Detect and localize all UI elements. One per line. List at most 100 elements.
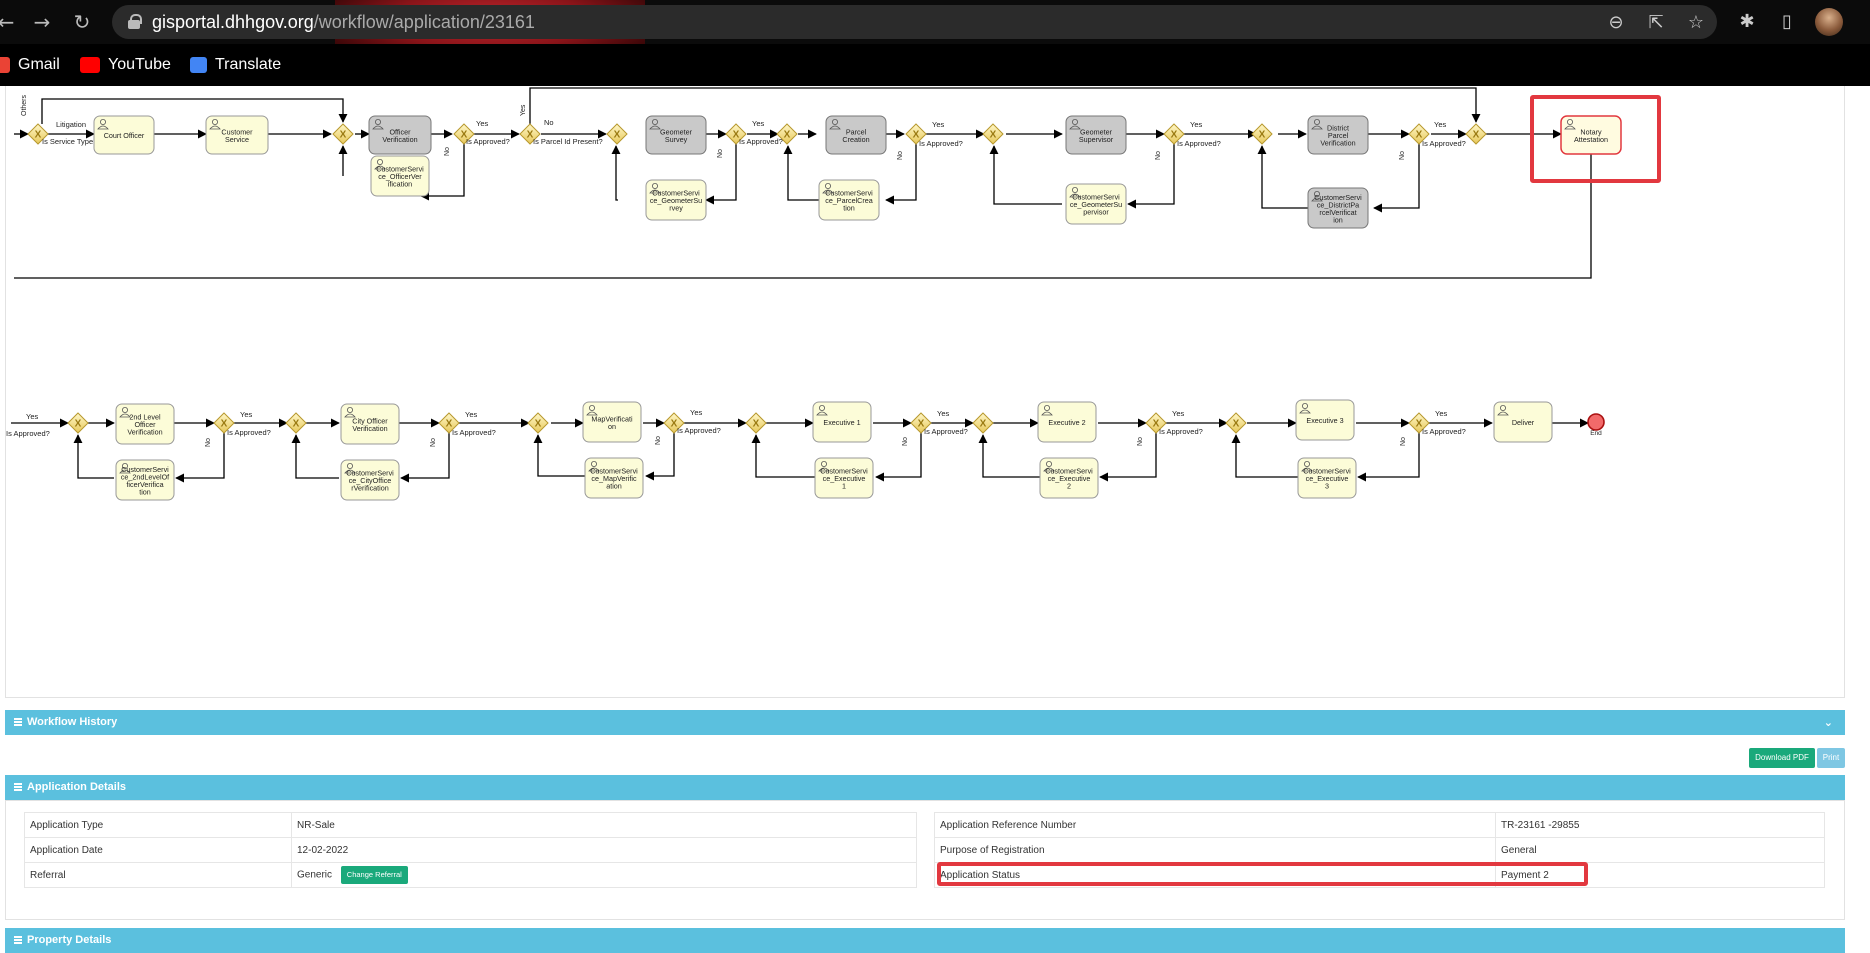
task-box	[1037, 401, 1097, 443]
gateway-x-icon: X	[461, 130, 468, 141]
task-label: Geometer	[660, 127, 693, 136]
task-box	[340, 403, 400, 445]
chevron-down-icon[interactable]: ⌄	[1823, 716, 1833, 729]
bookmark-translate[interactable]: Translate	[190, 54, 281, 76]
user-icon	[591, 460, 598, 467]
field-value: 12-02-2022	[291, 837, 917, 863]
application-details-header[interactable]: Application Details	[5, 775, 1845, 800]
user-icon	[1046, 460, 1053, 467]
flow-edge	[611, 145, 621, 201]
gateway: X	[27, 123, 49, 145]
gateway-diamond	[67, 412, 89, 434]
user-icon	[652, 183, 659, 190]
task-box	[1560, 115, 1622, 155]
gateway: X	[1225, 412, 1247, 434]
profile-avatar[interactable]	[1815, 8, 1843, 36]
gateway-diamond	[519, 123, 541, 145]
gateway-x-icon: X	[980, 419, 987, 430]
edge-label: Yes	[752, 119, 764, 128]
forward-icon[interactable]: →	[33, 10, 51, 34]
task-label: Notary	[1580, 127, 1602, 136]
user-icon	[832, 119, 839, 126]
user-icon	[346, 406, 353, 413]
edge-label: Yes	[1172, 409, 1184, 418]
gateway-x-icon: X	[221, 419, 228, 430]
edge-label: Yes	[937, 409, 949, 418]
field-label: Application Date	[24, 837, 292, 863]
active-task-highlight-box	[1530, 95, 1661, 183]
task-label: Verification	[127, 428, 162, 437]
task-label: ce_GeometerSu	[650, 196, 702, 205]
gateway-label: Is Service Type?	[42, 137, 97, 146]
download-pdf-button[interactable]: Download PDF	[1749, 748, 1815, 768]
edge-label: Yes	[932, 120, 944, 129]
gateway-label: Is Approved?	[466, 137, 510, 146]
task-box	[1065, 183, 1127, 225]
gateway-x-icon: X	[614, 130, 621, 141]
task-box	[205, 115, 269, 155]
task-label: Supervisor	[1079, 135, 1114, 144]
side-panel-icon[interactable]: ▯	[1782, 11, 1792, 32]
back-icon[interactable]: ←	[0, 10, 15, 34]
user-icon	[346, 462, 353, 469]
zoom-icon[interactable]: ⊖	[1608, 12, 1624, 33]
address-bar[interactable]: gisportal.dhhgov.org/workflow/applicatio…	[112, 5, 1717, 39]
gateway-diamond	[776, 123, 798, 145]
user-icon-body	[1041, 411, 1053, 416]
share-icon[interactable]: ⇱	[1648, 12, 1664, 33]
list-icon	[14, 783, 22, 791]
gateway-label: Is Approved?	[227, 428, 271, 437]
gateway-diamond	[1145, 412, 1167, 434]
gateway-x-icon: X	[784, 130, 791, 141]
table-row: Purpose of Registration General	[934, 837, 1825, 863]
task-node: Executive 3	[1295, 399, 1355, 441]
workflow-history-header[interactable]: Workflow History ⌄	[5, 710, 1845, 735]
bookmark-label: YouTube	[108, 56, 171, 73]
task-label: Service	[225, 135, 249, 144]
reload-icon[interactable]: ↻	[73, 10, 91, 34]
gateway-diamond	[453, 123, 475, 145]
task-label: CustomerServi	[1303, 467, 1351, 476]
change-referral-button[interactable]: Change Referral	[340, 866, 408, 884]
flow-edge	[291, 434, 339, 479]
edge-label: No	[1399, 151, 1406, 160]
gateway-diamond	[1251, 123, 1273, 145]
translate-icon	[190, 57, 207, 73]
print-button[interactable]: Print	[1817, 748, 1845, 768]
application-details-right-table: Application Reference Number TR-23161 -2…	[934, 812, 1825, 888]
field-label: Application Type	[24, 812, 292, 838]
extensions-icon[interactable]: ✱	[1739, 11, 1755, 32]
bookmark-star-icon[interactable]: ☆	[1687, 12, 1705, 33]
user-icon	[1500, 404, 1507, 411]
task-label: on	[608, 422, 616, 431]
bookmark-gmail[interactable]: Gmail	[0, 54, 60, 76]
field-label: Referral	[24, 862, 292, 888]
edge-label: No	[717, 149, 724, 158]
task-label: ce_Executive	[1048, 474, 1091, 483]
property-details-header[interactable]: Property Details	[5, 928, 1845, 953]
gateway: X	[453, 123, 475, 145]
task-label: CustomerServi	[1314, 193, 1362, 202]
table-row: Application Date 12-02-2022	[24, 837, 917, 863]
gateway-label: Is Approved?	[739, 137, 783, 146]
gateway-x-icon: X	[1233, 419, 1240, 430]
task-label: Verification	[352, 424, 387, 433]
gateway: X	[776, 123, 798, 145]
gateway-diamond	[438, 412, 460, 434]
gateway-label: Is Approved?	[924, 427, 968, 436]
flow-edge	[41, 98, 348, 124]
user-icon-body	[816, 411, 828, 416]
gateway: X	[972, 412, 994, 434]
gateway-x-icon: X	[1416, 130, 1423, 141]
flow-edge	[529, 87, 1481, 124]
task-label: District	[1327, 124, 1349, 133]
bookmark-label: Gmail	[18, 56, 60, 73]
gateway-label: Is Parcel Id Present?	[533, 137, 603, 146]
bookmark-youtube[interactable]: YouTube	[80, 54, 171, 76]
gateway: X	[1408, 412, 1430, 434]
